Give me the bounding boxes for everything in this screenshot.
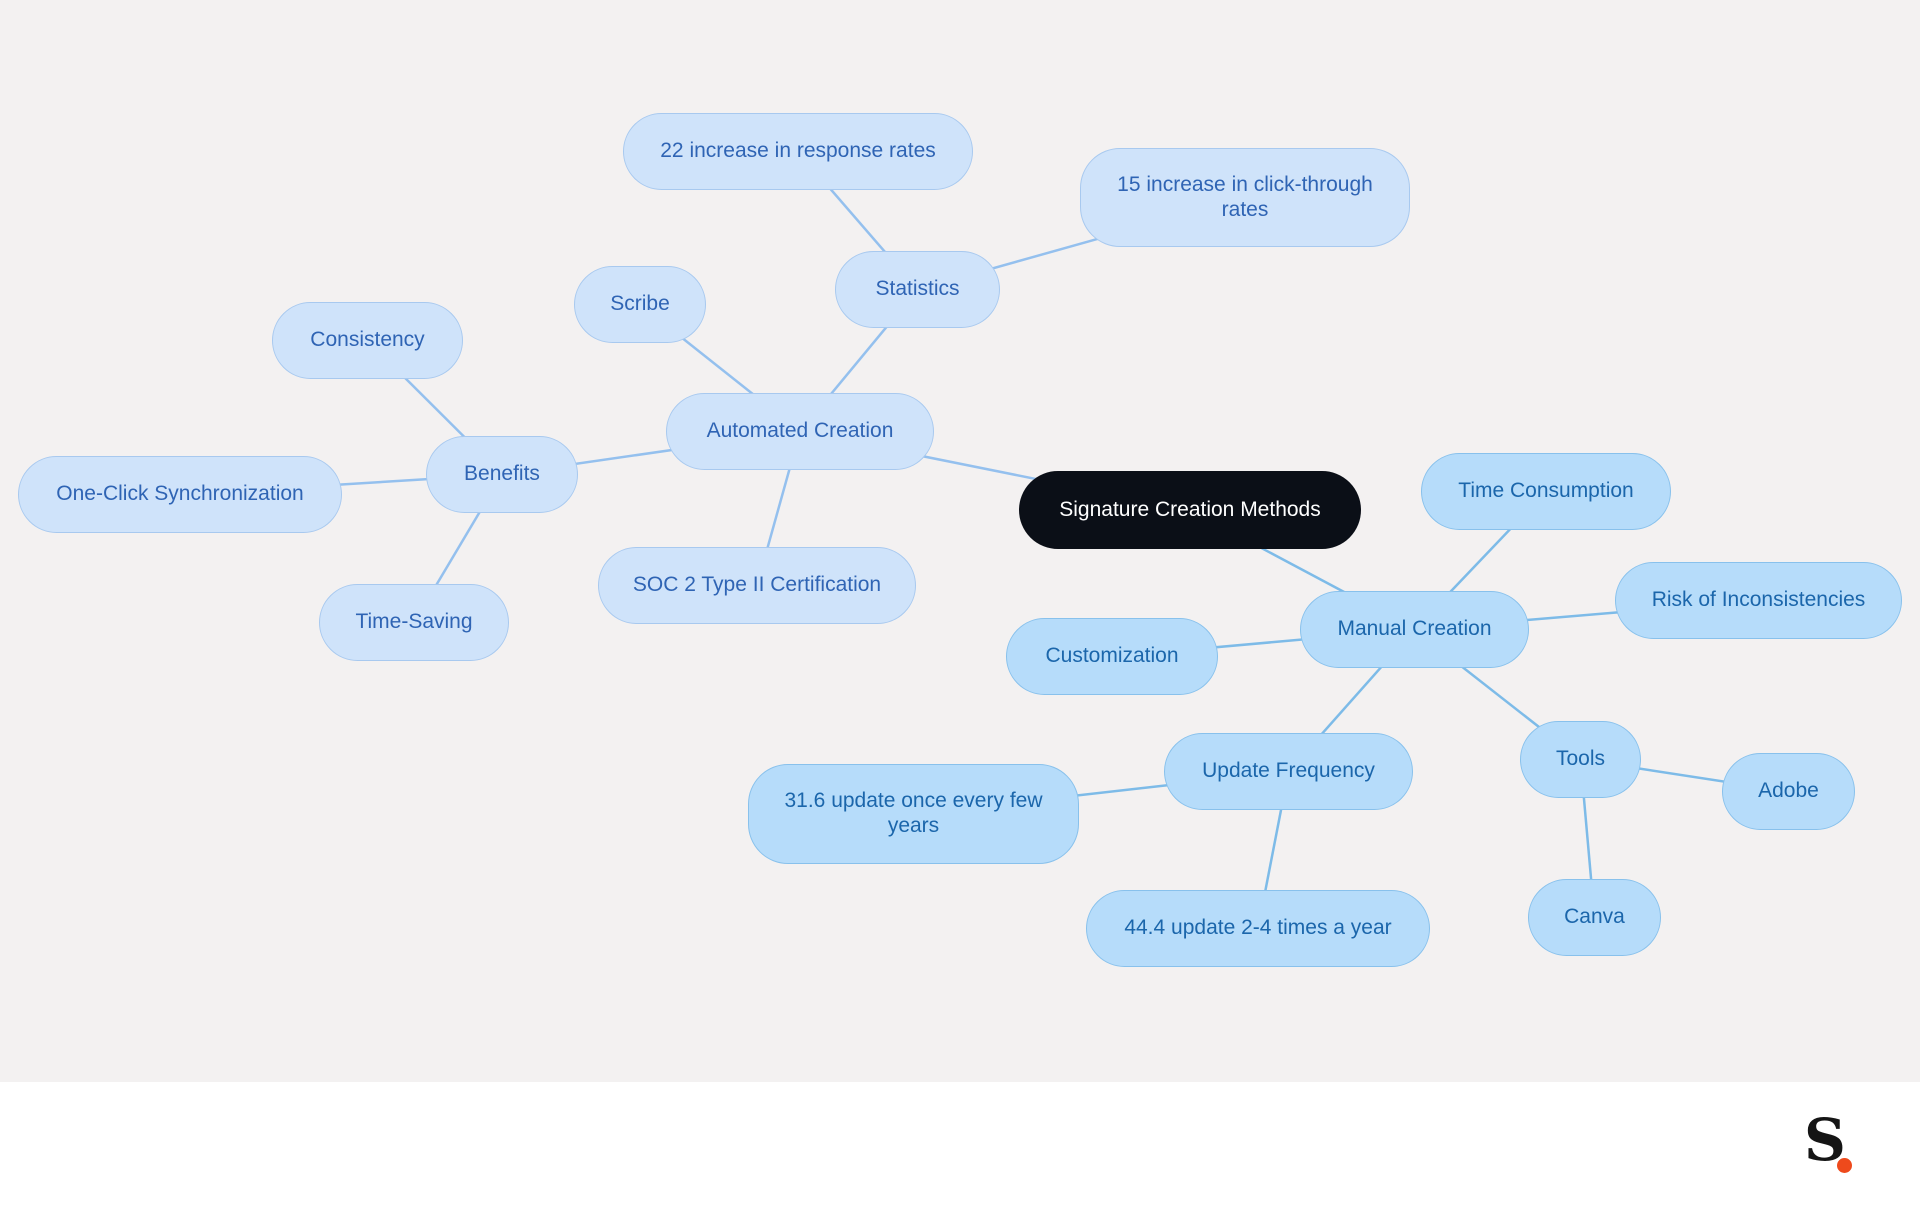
mindmap-canvas: Signature Creation Methods Automated Crea… [0, 0, 1920, 1082]
node-tools[interactable]: Tools [1520, 721, 1641, 798]
node-scribe[interactable]: Scribe [574, 266, 706, 343]
node-update-2-4[interactable]: 44.4 update 2-4 times a year [1086, 890, 1430, 967]
node-manual[interactable]: Manual Creation [1300, 591, 1529, 668]
node-label: Time Consumption [1458, 479, 1634, 503]
node-automated[interactable]: Automated Creation [666, 393, 934, 470]
node-label: One-Click Synchronization [56, 482, 304, 506]
node-label: Scribe [610, 292, 670, 316]
node-adobe[interactable]: Adobe [1722, 753, 1855, 830]
node-label: Manual Creation [1337, 617, 1492, 641]
node-label: 44.4 update 2-4 times a year [1124, 916, 1392, 940]
node-one-click[interactable]: One-Click Synchronization [18, 456, 342, 533]
node-root[interactable]: Signature Creation Methods [1019, 471, 1361, 549]
node-label: Adobe [1758, 779, 1819, 803]
node-time-saving[interactable]: Time-Saving [319, 584, 509, 661]
node-label: 22 increase in response rates [660, 139, 936, 163]
node-label: Update Frequency [1202, 759, 1375, 783]
node-label: Consistency [310, 328, 425, 352]
node-stat-click[interactable]: 15 increase in click-through rates [1080, 148, 1410, 247]
node-label: Risk of Inconsistencies [1651, 588, 1866, 612]
node-label: 31.6 update once every few years [784, 789, 1043, 837]
node-statistics[interactable]: Statistics [835, 251, 1000, 328]
node-benefits[interactable]: Benefits [426, 436, 578, 513]
node-customization[interactable]: Customization [1006, 618, 1218, 695]
footer [0, 1082, 1920, 1215]
node-soc2[interactable]: SOC 2 Type II Certification [598, 547, 916, 624]
node-label: Benefits [464, 462, 540, 486]
node-label: Customization [1045, 644, 1179, 668]
node-label: Time-Saving [355, 610, 473, 634]
node-label: Canva [1564, 905, 1625, 929]
node-label: Automated Creation [706, 419, 894, 443]
node-update-frequency[interactable]: Update Frequency [1164, 733, 1413, 810]
node-label: Tools [1555, 747, 1606, 771]
node-label: Statistics [875, 277, 960, 301]
node-time-consumption[interactable]: Time Consumption [1421, 453, 1671, 530]
node-risk[interactable]: Risk of Inconsistencies [1615, 562, 1902, 639]
node-label: 15 increase in click-through rates [1117, 172, 1373, 221]
brand-logo: S [1804, 1111, 1862, 1181]
node-label: SOC 2 Type II Certification [632, 573, 882, 597]
node-consistency[interactable]: Consistency [272, 302, 463, 379]
node-update-few-years[interactable]: 31.6 update once every few years [748, 764, 1079, 864]
node-stat-response[interactable]: 22 increase in response rates [623, 113, 973, 190]
logo-dot-icon [1837, 1158, 1852, 1173]
node-canva[interactable]: Canva [1528, 879, 1661, 956]
node-label: Signature Creation Methods [1059, 497, 1321, 521]
